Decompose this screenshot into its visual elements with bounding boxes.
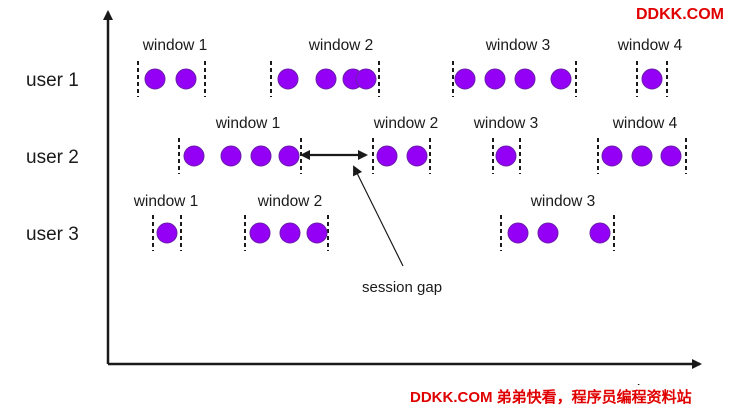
event-dot: [376, 145, 398, 167]
window-label: window 1: [142, 37, 208, 54]
user-1-window-3: window 3: [452, 37, 577, 97]
event-dot: [278, 145, 300, 167]
event-dot: [315, 68, 337, 90]
event-dot: [484, 68, 506, 90]
event-dot: [454, 68, 476, 90]
event-dot: [279, 222, 301, 244]
event-dot: [589, 222, 611, 244]
window-label: window 1: [133, 193, 199, 210]
event-dot: [495, 145, 517, 167]
event-dot: [660, 145, 682, 167]
event-dot: [220, 145, 242, 167]
user-3-window-2: window 2: [244, 193, 329, 251]
window-label: window 4: [617, 37, 683, 54]
window-label: window 2: [308, 37, 374, 54]
window-label: window 3: [473, 115, 539, 132]
event-dot: [514, 68, 536, 90]
event-dot: [156, 222, 178, 244]
user-3-window-3: window 3: [500, 193, 615, 251]
event-dot: [250, 145, 272, 167]
event-dot: [537, 222, 559, 244]
event-dot: [183, 145, 205, 167]
event-dot: [406, 145, 428, 167]
watermark-top: DDKK.COM: [636, 6, 724, 23]
user-2-window-1: window 1: [178, 115, 302, 174]
windows-layer: window 1 window 2 window 3 window 4 window 1…: [133, 37, 687, 251]
user-2-window-2: window 2: [372, 115, 439, 174]
row-label-user-2: user 2: [26, 147, 79, 168]
row-label-user-1: user 1: [26, 70, 79, 91]
event-dot: [277, 68, 299, 90]
user-3-window-1: window 1: [133, 193, 199, 251]
event-dot: [355, 68, 377, 90]
event-dot: [249, 222, 271, 244]
event-dot: [550, 68, 572, 90]
watermark-bottom-backdrop: [404, 385, 737, 406]
event-dot: [306, 222, 328, 244]
user-2-window-3: window 3: [473, 115, 539, 174]
window-label: window 3: [530, 193, 596, 210]
event-dot: [175, 68, 197, 90]
user-1-window-4: window 4: [617, 37, 683, 97]
row-label-user-3: user 3: [26, 224, 79, 245]
user-1-window-1: window 1: [137, 37, 208, 97]
event-dot: [631, 145, 653, 167]
window-label: window 2: [373, 115, 439, 132]
session-gap-label: session gap: [362, 279, 442, 296]
window-label: window 2: [257, 193, 323, 210]
event-dot: [507, 222, 529, 244]
event-dot: [144, 68, 166, 90]
event-dot: [641, 68, 663, 90]
window-label: window 3: [485, 37, 551, 54]
user-2-window-4: window 4: [597, 115, 687, 174]
watermark-bottom: DDKK.COM 弟弟快看，程序员编程资料站: [410, 388, 692, 406]
user-1-window-2: window 2: [270, 37, 380, 97]
event-dot: [601, 145, 623, 167]
window-label: window 1: [215, 115, 281, 132]
window-label: window 4: [612, 115, 678, 132]
session-gap-pointer-arrow: [353, 165, 404, 267]
